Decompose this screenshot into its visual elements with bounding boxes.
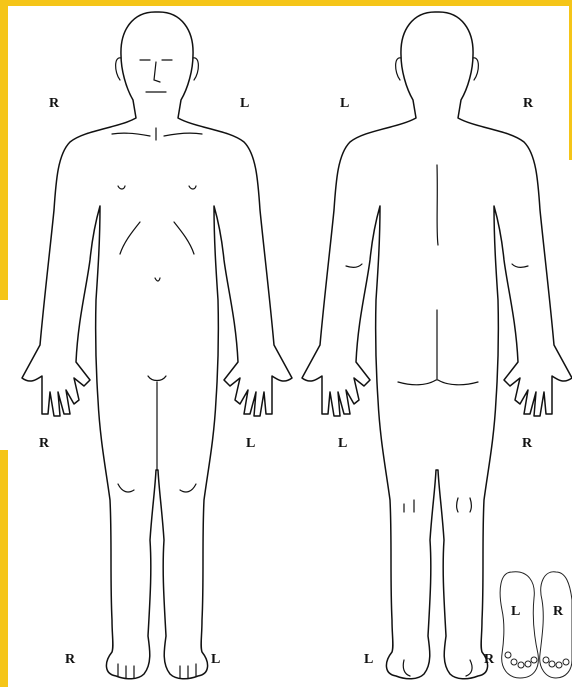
front-figure xyxy=(22,12,292,679)
front-label-upper-right: R xyxy=(49,96,59,112)
front-label-foot-left: L xyxy=(211,652,220,668)
front-label-mid-right: R xyxy=(39,436,49,452)
front-label-upper-left: L xyxy=(240,96,249,112)
front-label-foot-right: R xyxy=(65,652,75,668)
back-label-foot-right: R xyxy=(484,652,494,668)
back-figure xyxy=(302,12,572,679)
back-label-mid-left: L xyxy=(338,436,347,452)
back-label-upper-right: R xyxy=(523,96,533,112)
back-label-mid-right: R xyxy=(522,436,532,452)
sole-label-left: L xyxy=(511,604,520,620)
front-body-outline xyxy=(22,12,292,679)
back-label-foot-left: L xyxy=(364,652,373,668)
sole-label-right: R xyxy=(553,604,563,620)
front-label-mid-left: L xyxy=(246,436,255,452)
back-label-upper-left: L xyxy=(340,96,349,112)
soles-diagram xyxy=(500,572,572,678)
